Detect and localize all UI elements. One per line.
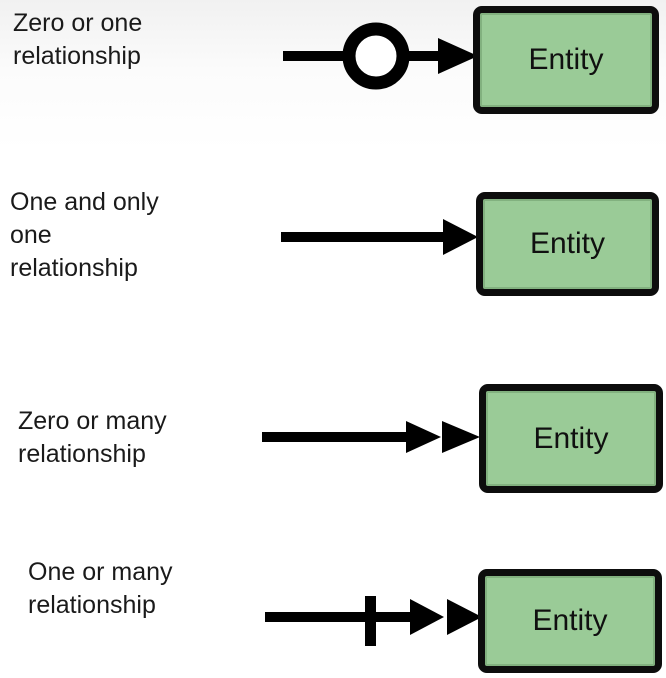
arrowhead-icon	[406, 421, 441, 453]
arrowhead-icon	[410, 599, 444, 635]
entity-box: Entity	[479, 384, 663, 493]
entity-box: Entity	[473, 6, 659, 114]
arrowhead-icon	[438, 38, 478, 74]
zero-or-one-connector-icon	[283, 22, 478, 90]
entity-box: Entity	[476, 192, 659, 296]
arrowhead-icon	[447, 599, 482, 635]
row-label-one-or-many: One or many relationship	[28, 558, 173, 619]
arrowhead-icon	[443, 219, 478, 255]
entity-label: Entity	[532, 604, 608, 637]
entity-label: Entity	[529, 227, 606, 260]
entity-label: Entity	[533, 421, 609, 455]
zero-circle-icon	[342, 22, 410, 90]
entity-box: Entity	[478, 569, 662, 673]
arrowhead-icon	[442, 421, 480, 453]
row-label-one-and-only-one: One and only one relationship	[10, 188, 159, 282]
one-tick-icon	[365, 596, 376, 646]
one-and-only-one-connector-icon	[281, 219, 478, 255]
entity-label: Entity	[528, 43, 604, 76]
row-label-zero-or-one: Zero or one relationship	[13, 9, 143, 70]
row-label-zero-or-many: Zero or many relationship	[18, 407, 167, 468]
one-or-many-connector-icon	[265, 596, 482, 646]
zero-or-many-connector-icon	[262, 421, 480, 453]
